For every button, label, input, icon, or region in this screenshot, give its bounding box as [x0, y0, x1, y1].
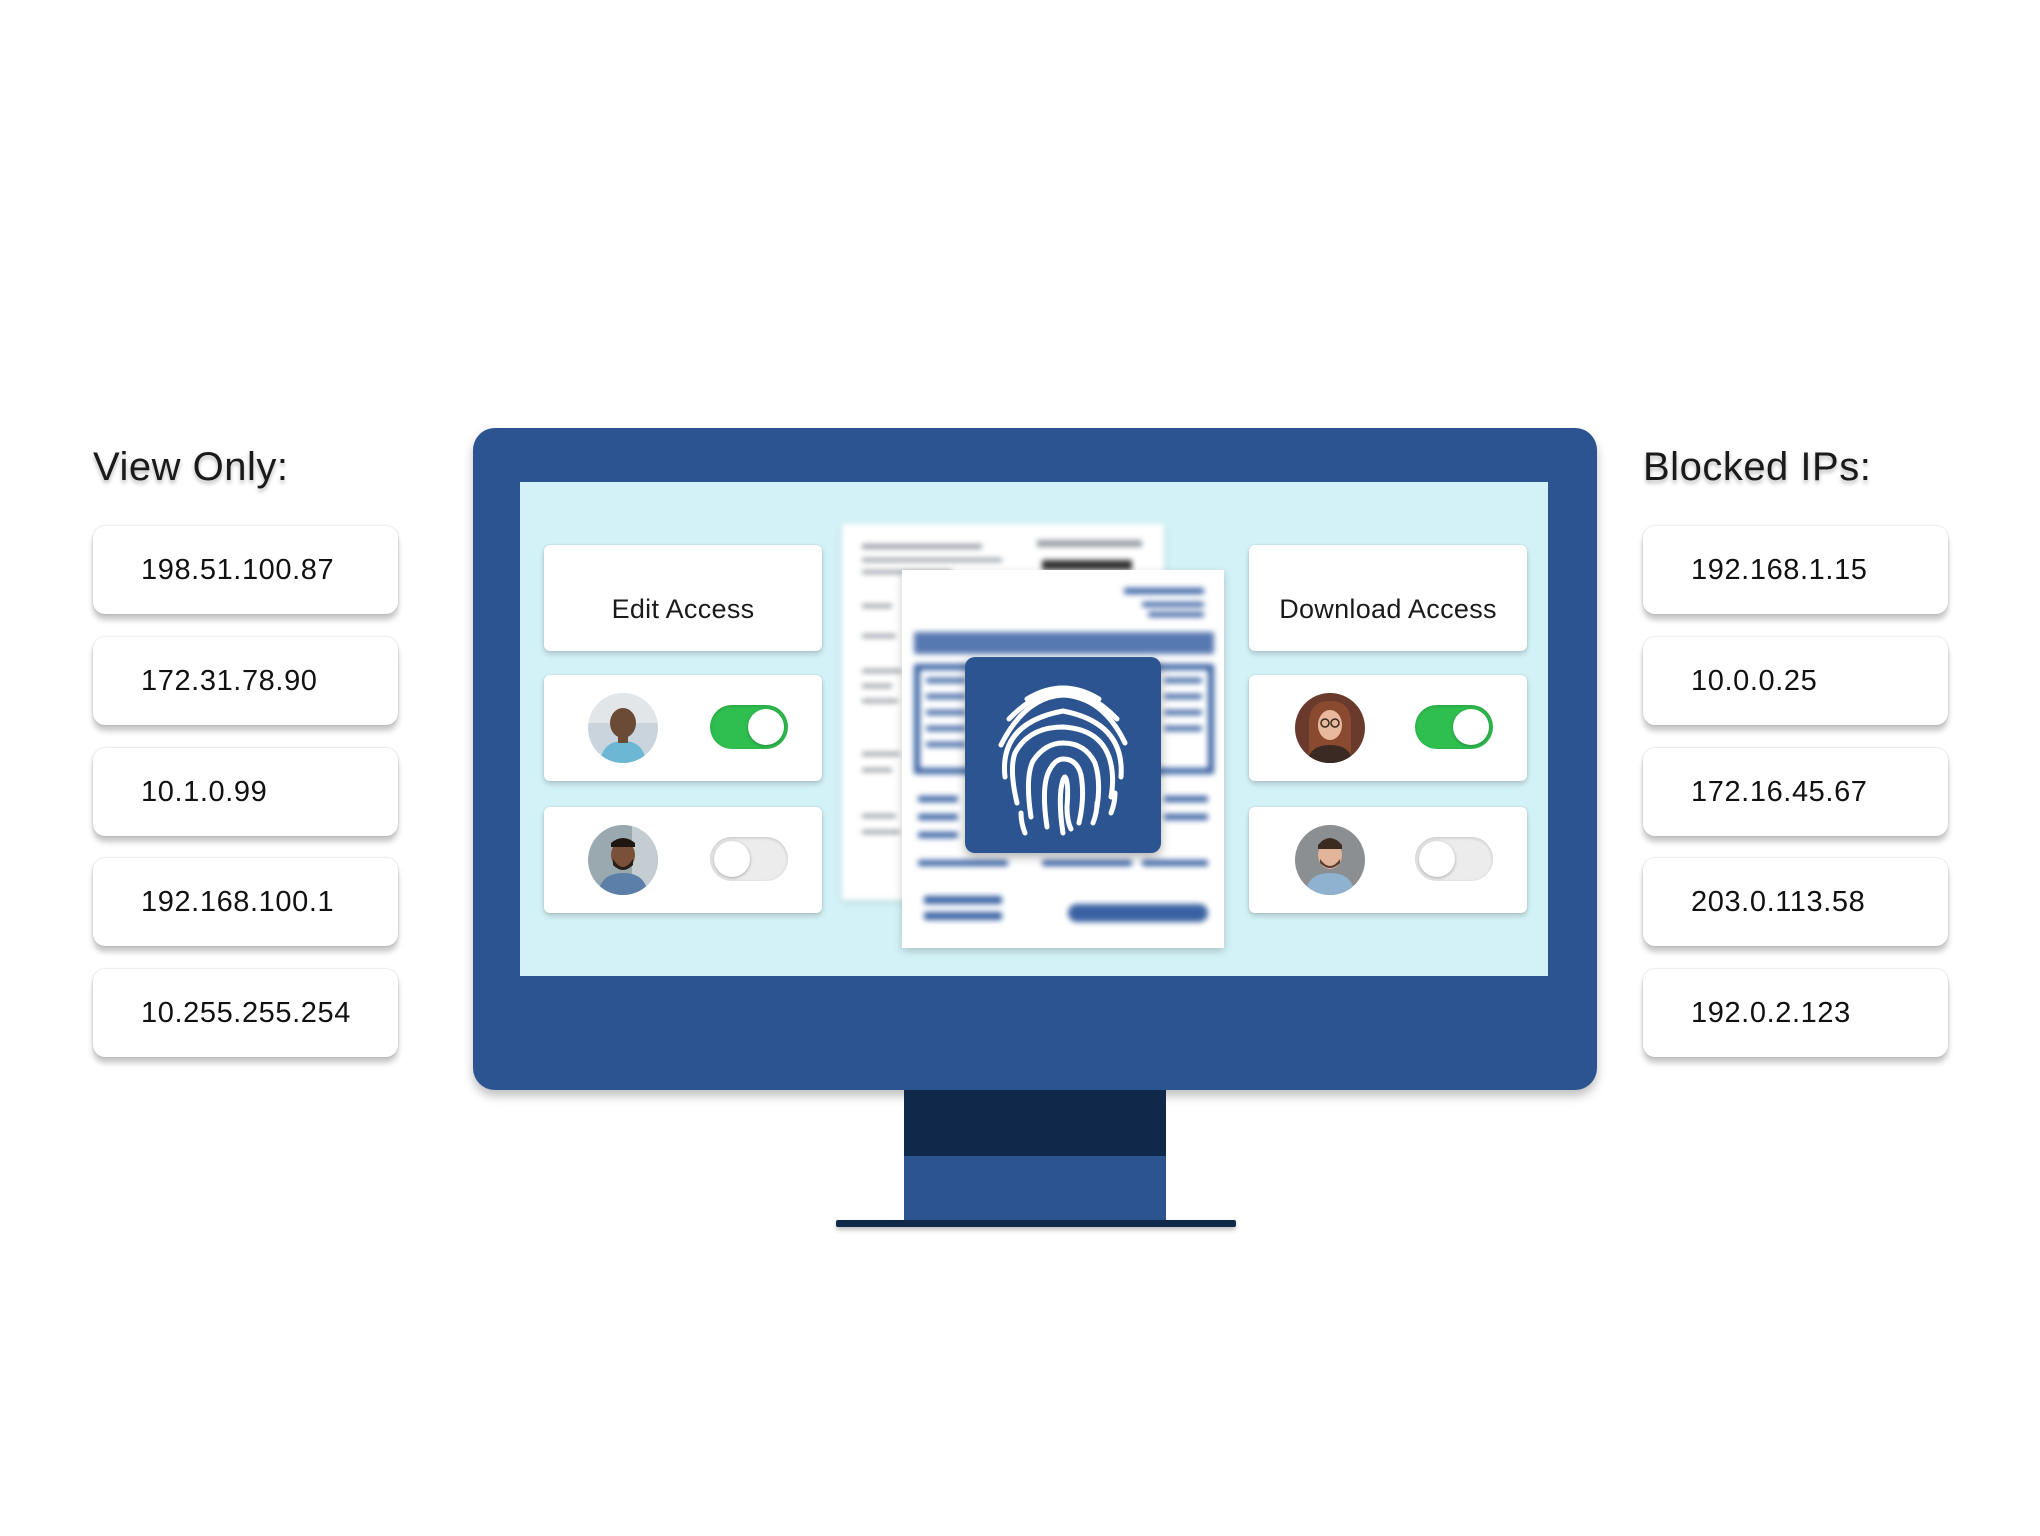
blocked-ips-heading: Blocked IPs: [1643, 445, 1872, 489]
document-front [902, 570, 1224, 948]
blocked-ip-card[interactable]: 10.0.0.25 [1643, 637, 1948, 725]
view-only-ip-card[interactable]: 192.168.100.1 [93, 858, 398, 946]
edit-access-user-row [544, 807, 822, 913]
view-only-ip-card[interactable]: 10.255.255.254 [93, 969, 398, 1057]
download-access-toggle[interactable] [1415, 837, 1493, 881]
edit-access-user-row [544, 675, 822, 781]
blocked-ip-card[interactable]: 192.168.1.15 [1643, 526, 1948, 614]
edit-access-title: Edit Access [611, 593, 755, 624]
download-access-toggle[interactable] [1415, 705, 1493, 749]
fingerprint-icon [965, 657, 1161, 853]
view-only-ip-card[interactable]: 198.51.100.87 [93, 526, 398, 614]
avatar-woman-glasses [1295, 693, 1365, 763]
view-only-ip-card[interactable]: 172.31.78.90 [93, 637, 398, 725]
toggle-knob [748, 709, 784, 745]
toggle-knob [1419, 841, 1455, 877]
download-access-title: Download Access [1279, 593, 1497, 624]
edit-access-toggle[interactable] [710, 837, 788, 881]
download-access-user-row [1249, 675, 1527, 781]
monitor-stand [904, 1156, 1166, 1222]
blocked-ip-card[interactable]: 172.16.45.67 [1643, 748, 1948, 836]
toggle-knob [1453, 709, 1489, 745]
edit-access-toggle[interactable] [710, 705, 788, 749]
edit-access-card: Edit Access [544, 545, 822, 651]
monitor-screen: Edit Access Downl [520, 482, 1548, 976]
blocked-ip-card[interactable]: 203.0.113.58 [1643, 858, 1948, 946]
blocked-ip-card[interactable]: 192.0.2.123 [1643, 969, 1948, 1057]
avatar-woman-smiling [588, 693, 658, 763]
monitor-neck-shadow [904, 1090, 1166, 1156]
toggle-knob [714, 841, 750, 877]
download-access-user-row [1249, 807, 1527, 913]
monitor-base [836, 1220, 1236, 1227]
view-only-heading: View Only: [93, 445, 289, 489]
view-only-ip-card[interactable]: 10.1.0.99 [93, 748, 398, 836]
avatar-man-bearded [588, 825, 658, 895]
avatar-man-beard-gray-bg [1295, 825, 1365, 895]
download-access-card: Download Access [1249, 545, 1527, 651]
